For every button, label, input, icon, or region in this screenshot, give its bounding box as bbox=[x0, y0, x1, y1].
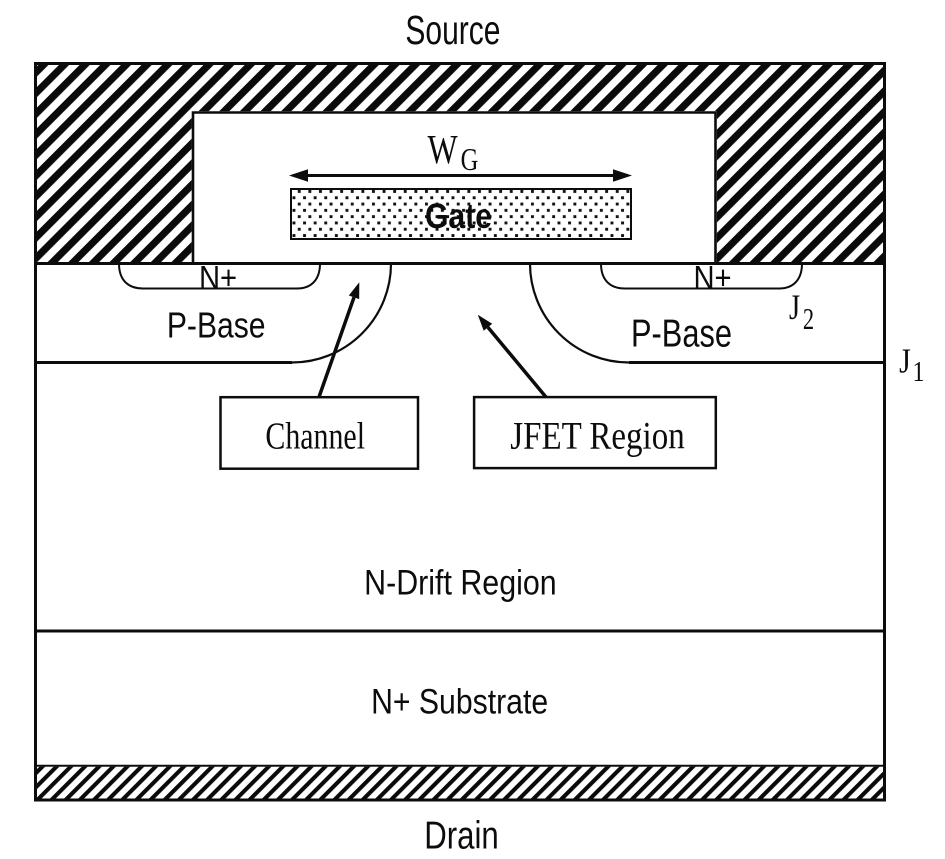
svg-text:J: J bbox=[899, 343, 911, 382]
svg-text:P-Base: P-Base bbox=[631, 312, 732, 355]
svg-text:1: 1 bbox=[913, 356, 925, 387]
svg-text:N+ Substrate: N+ Substrate bbox=[371, 683, 548, 721]
svg-text:2: 2 bbox=[803, 302, 814, 336]
svg-text:N+: N+ bbox=[199, 259, 237, 296]
svg-text:P-Base: P-Base bbox=[167, 306, 266, 346]
svg-text:Source: Source bbox=[405, 8, 500, 53]
svg-text:N+: N+ bbox=[693, 259, 731, 296]
svg-text:G: G bbox=[461, 143, 479, 178]
svg-text:Gate: Gate bbox=[425, 196, 492, 236]
svg-text:J: J bbox=[789, 288, 800, 328]
svg-text:Drain: Drain bbox=[424, 814, 499, 857]
svg-text:W: W bbox=[427, 126, 457, 172]
svg-text:JFET Region: JFET Region bbox=[510, 414, 684, 457]
svg-text:Channel: Channel bbox=[265, 416, 365, 457]
svg-text:N-Drift Region: N-Drift Region bbox=[364, 563, 556, 602]
